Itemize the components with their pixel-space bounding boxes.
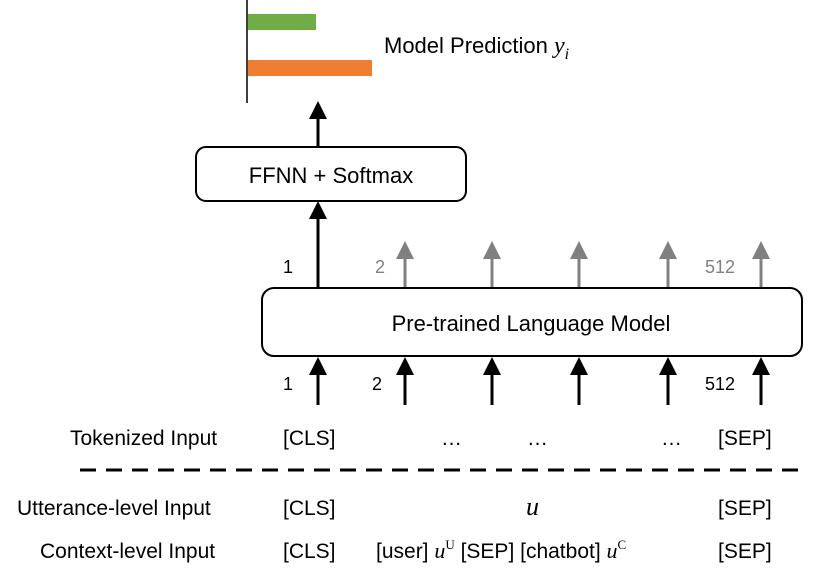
output-arrow-4 xyxy=(570,241,588,288)
plm-label: Pre-trained Language Model xyxy=(392,311,671,336)
plm-box xyxy=(261,287,803,357)
output-position-1: 1 xyxy=(283,257,293,277)
prediction-label: Model Prediction yi xyxy=(384,33,569,63)
utterance-cls: [CLS] xyxy=(283,497,336,520)
utterance-sep: [SEP] xyxy=(718,497,772,520)
utterance-input-label: Utterance-level Input xyxy=(17,497,211,520)
tokenized-input-label: Tokenized Input xyxy=(70,427,217,450)
input-position-2: 2 xyxy=(372,374,382,394)
input-position-1: 1 xyxy=(283,374,293,394)
output-arrows-gray xyxy=(396,241,770,288)
tokenized-cls: [CLS] xyxy=(283,427,336,450)
input-arrow-2 xyxy=(396,357,414,405)
output-position-2: 2 xyxy=(375,257,385,277)
input-arrow-512 xyxy=(752,357,770,405)
context-sep: [SEP] xyxy=(718,540,772,563)
input-arrow-5 xyxy=(659,357,677,405)
tokenized-ellipsis-1: … xyxy=(441,427,462,450)
arrow-cls-output-to-ffnn xyxy=(309,201,327,288)
prediction-bar-orange xyxy=(248,60,372,76)
ffnn-softmax-box xyxy=(195,146,467,202)
tokenized-ellipsis-2: … xyxy=(527,427,548,450)
output-arrow-3 xyxy=(483,241,501,288)
output-position-512: 512 xyxy=(705,257,735,277)
input-position-512: 512 xyxy=(705,374,735,394)
arrow-ffnn-to-prediction xyxy=(309,101,327,147)
input-arrows xyxy=(309,357,770,405)
output-arrow-2 xyxy=(396,241,414,288)
output-arrow-5 xyxy=(659,241,677,288)
tokenized-ellipsis-3: … xyxy=(661,427,682,450)
output-arrow-512 xyxy=(752,241,770,288)
context-sequence: [user] uU [SEP] [chatbot] uC xyxy=(376,537,626,563)
prediction-bar-green xyxy=(248,14,316,30)
ffnn-softmax-label: FFNN + Softmax xyxy=(249,163,413,188)
input-arrow-3 xyxy=(483,357,501,405)
utterance-variable: u xyxy=(526,492,539,521)
context-input-label: Context-level Input xyxy=(40,540,215,563)
input-arrow-4 xyxy=(570,357,588,405)
input-arrow-1 xyxy=(309,357,327,405)
context-cls: [CLS] xyxy=(283,540,336,563)
tokenized-sep: [SEP] xyxy=(718,427,772,450)
